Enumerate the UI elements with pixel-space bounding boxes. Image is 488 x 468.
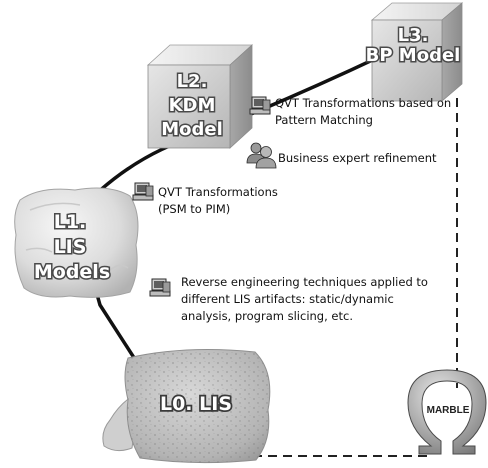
- l3-model-label: BP Model: [366, 45, 461, 66]
- reverse-engineering-line1: Reverse engineering techniques applied t…: [181, 275, 428, 289]
- l1-lis-label: LIS: [54, 236, 87, 258]
- marble-logo-text: MARBLE: [427, 405, 470, 416]
- l3-level-label: L3.: [398, 25, 429, 46]
- l1-lis-models-rock: L1. LIS Models: [14, 187, 139, 298]
- reverse-engineering-annotation: Reverse engineering techniques applied t…: [149, 275, 428, 323]
- computer-icon: [132, 182, 154, 201]
- l1-models-label: Models: [34, 261, 110, 283]
- l2-kdm-label: KDM: [169, 95, 216, 116]
- qvt-psm-pim-line1: QVT Transformations: [158, 185, 278, 199]
- l0-lis-stone: L0. LIS: [102, 349, 271, 464]
- qvt-pattern-line2: Pattern Matching: [275, 113, 373, 127]
- l1-level-label: L1.: [54, 211, 87, 233]
- dashed-return-path: [238, 98, 458, 457]
- computer-icon: [249, 96, 271, 115]
- qvt-pattern-matching-annotation: QVT Transformations based on Pattern Mat…: [249, 96, 451, 127]
- people-icon: [246, 142, 277, 169]
- qvt-pattern-line1: QVT Transformations based on: [275, 96, 451, 110]
- l0-lis-label: L0. LIS: [160, 393, 232, 415]
- l2-level-label: L2.: [177, 71, 208, 92]
- qvt-psm-pim-line2: (PSM to PIM): [158, 202, 230, 216]
- qvt-psm-pim-annotation: QVT Transformations (PSM to PIM): [132, 182, 278, 216]
- business-expert-annotation: Business expert refinement: [246, 142, 437, 169]
- business-refinement-text: Business expert refinement: [278, 151, 437, 165]
- l2-model-label: Model: [161, 119, 223, 140]
- computer-icon: [149, 278, 171, 297]
- l2-kdm-model-cube: L2. KDM Model: [146, 44, 254, 149]
- reverse-engineering-line3: analysis, program slicing, etc.: [181, 309, 353, 323]
- marble-logo: MARBLE: [407, 369, 487, 455]
- reverse-engineering-line2: different LIS artifacts: static/dynamic: [181, 292, 394, 306]
- l3-bp-model-cube: L3. BP Model: [364, 2, 464, 102]
